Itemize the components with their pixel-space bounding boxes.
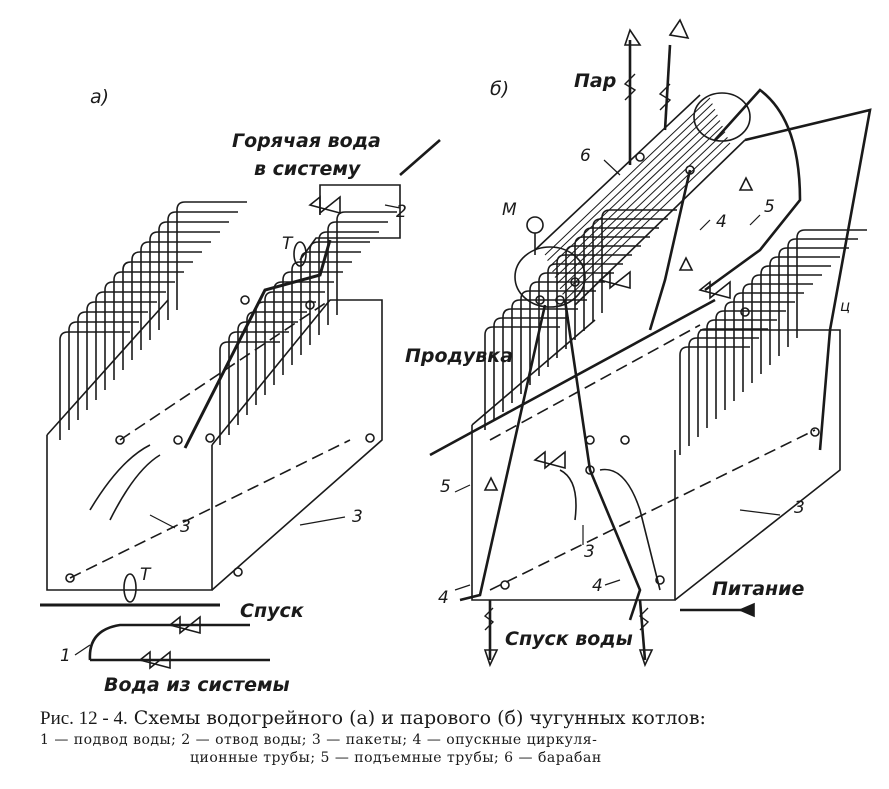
- section-plate: [167, 211, 238, 320]
- drum: [514, 92, 751, 308]
- section-plate: [149, 231, 220, 340]
- caption-title-line: Рис. 12 - 4. Схемы водогрейного (а) и па…: [40, 706, 850, 731]
- panel-b-label: б): [490, 78, 510, 100]
- section-plate: [86, 301, 157, 410]
- caption-legend-line1: 1 — подвод воды; 2 — отвод воды; 3 — пак…: [40, 732, 598, 748]
- panel-a-label: а): [90, 86, 110, 108]
- section-plate: [796, 229, 867, 338]
- section-plate: [679, 346, 750, 455]
- callout-1: 1: [60, 646, 71, 666]
- section-plate: [769, 256, 840, 365]
- section-plate: [529, 281, 605, 385]
- callout-4-left: 4: [438, 588, 449, 608]
- section-plate: [484, 326, 560, 430]
- section-plate: [715, 310, 786, 419]
- callout-4-top: 4: [716, 212, 727, 232]
- section-plate: [104, 281, 175, 390]
- section-plate: [601, 209, 677, 313]
- section-plate: [140, 241, 211, 350]
- callout-m: М: [502, 200, 517, 220]
- callout-t-top: Т: [282, 234, 293, 254]
- callout-3-a-right: 3: [352, 507, 363, 527]
- water-drain-label: Спуск воды: [505, 628, 633, 650]
- section-plate: [318, 231, 379, 335]
- callout-3-b-center: 3: [584, 542, 595, 562]
- callout-6: 6: [580, 146, 591, 166]
- callout-5-left: 5: [440, 477, 451, 497]
- section-plate: [336, 211, 397, 315]
- drain-label: Спуск: [240, 600, 304, 622]
- caption-legend-line2: ционные трубы; 5 — подъемные трубы; 6 — …: [190, 750, 602, 766]
- callout-c: ц: [840, 297, 851, 315]
- callout-2: 2: [396, 202, 407, 222]
- section-plate: [131, 251, 202, 360]
- section-plate: [77, 311, 148, 420]
- section-plate: [502, 308, 578, 412]
- section-packets-b: [484, 209, 867, 455]
- callout-3-a-left: 3: [180, 517, 191, 537]
- section-plate: [176, 201, 247, 310]
- section-plate: [724, 301, 795, 410]
- section-plate: [760, 265, 831, 374]
- section-plate: [291, 261, 352, 365]
- section-plate: [538, 272, 614, 376]
- section-plate: [520, 290, 596, 394]
- section-plate: [113, 271, 184, 380]
- purge-label: Продувка: [405, 345, 514, 367]
- section-plate: [122, 261, 193, 370]
- section-plate: [327, 221, 388, 325]
- panel-b-boiler-drawing: [429, 18, 872, 668]
- section-plate: [282, 271, 343, 375]
- section-plate: [95, 291, 166, 400]
- section-plate: [493, 317, 569, 421]
- hot-water-label-line2: в систему: [254, 158, 361, 180]
- section-plate: [273, 281, 334, 385]
- section-plate: [59, 331, 130, 440]
- section-plate: [778, 247, 849, 356]
- section-plate: [511, 299, 587, 403]
- callout-t-bottom: Т: [140, 565, 151, 585]
- section-plate: [688, 337, 759, 446]
- section-plate: [751, 274, 822, 383]
- section-plate: [706, 319, 777, 428]
- section-plate: [237, 321, 298, 425]
- section-plate: [219, 341, 280, 445]
- section-plate: [158, 221, 229, 330]
- section-plate: [733, 292, 804, 401]
- section-plate: [565, 245, 641, 349]
- section-plate: [742, 283, 813, 392]
- caption-number: Рис. 12 - 4.: [40, 708, 128, 729]
- section-plate: [574, 236, 650, 340]
- section-plate: [264, 291, 325, 395]
- feed-label: Питание: [712, 578, 805, 600]
- callout-4-center: 4: [592, 576, 603, 596]
- figure-caption: Рис. 12 - 4. Схемы водогрейного (а) и па…: [40, 706, 850, 767]
- water-from-system-label: Вода из системы: [104, 674, 290, 696]
- panel-a-boiler-drawing: [40, 139, 441, 670]
- section-plate: [228, 331, 289, 435]
- caption-title: Схемы водогрейного (а) и парового (б) чу…: [133, 707, 706, 729]
- section-plate: [583, 227, 659, 331]
- steam-label: Пар: [574, 70, 617, 92]
- callout-3-b-right: 3: [794, 498, 805, 518]
- section-plate: [787, 238, 858, 347]
- callout-5-top: 5: [764, 197, 775, 217]
- section-plate: [697, 328, 768, 437]
- section-plate: [68, 321, 139, 430]
- section-plate: [592, 218, 668, 322]
- hot-water-label-line1: Горячая вода: [232, 130, 381, 152]
